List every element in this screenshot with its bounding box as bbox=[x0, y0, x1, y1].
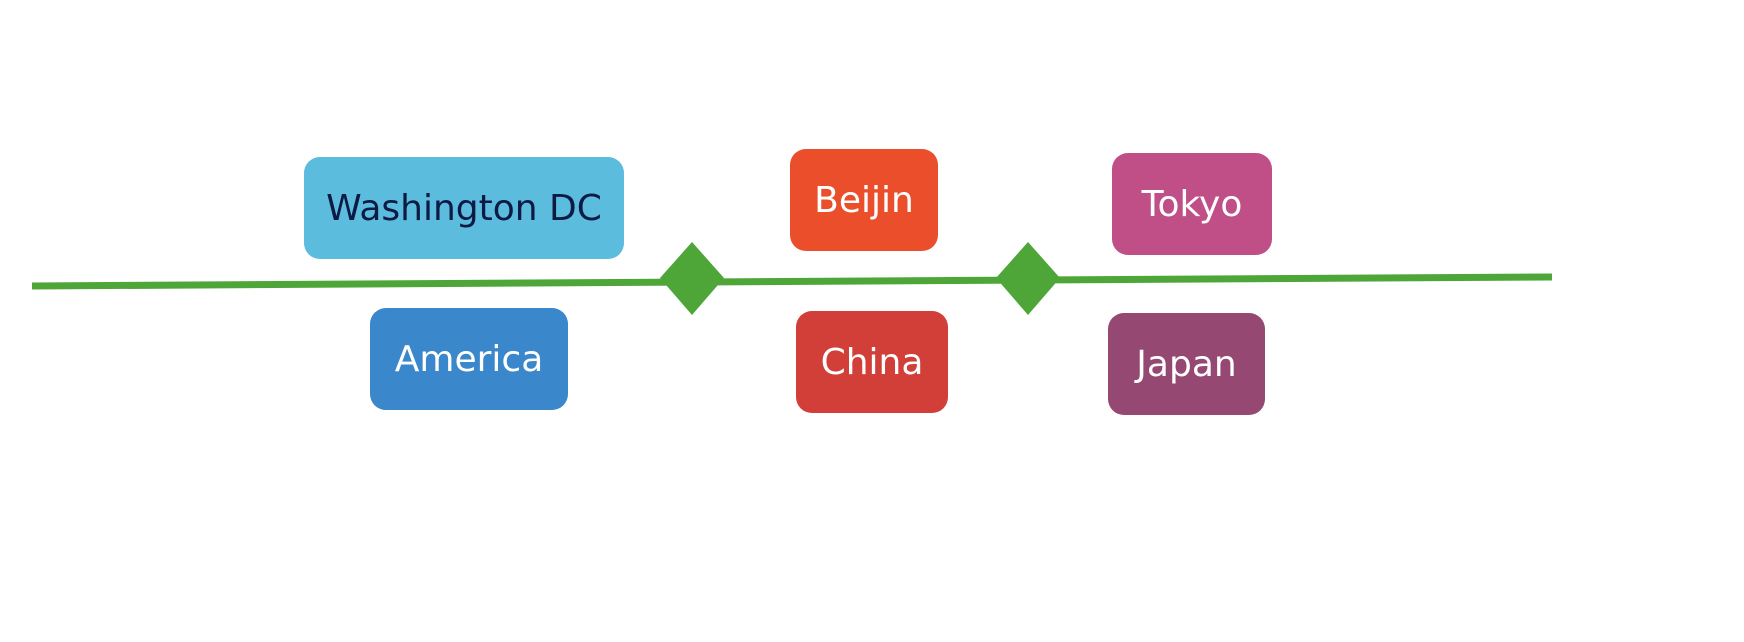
capital-label-tokyo: Tokyo bbox=[1141, 183, 1243, 225]
capital-box-beijin: Beijin bbox=[790, 149, 938, 251]
country-box-america: America bbox=[370, 308, 568, 410]
capital-label-beijin: Beijin bbox=[814, 179, 914, 221]
country-box-japan: Japan bbox=[1108, 313, 1265, 415]
capital-label-washington-dc: Washington DC bbox=[326, 187, 602, 229]
capital-box-washington-dc: Washington DC bbox=[304, 157, 624, 259]
country-label-japan: Japan bbox=[1136, 343, 1237, 385]
country-label-america: America bbox=[394, 338, 544, 380]
milestone-diamond-1 bbox=[660, 242, 724, 315]
milestone-diamond-2 bbox=[996, 242, 1060, 315]
capital-box-tokyo: Tokyo bbox=[1112, 153, 1272, 255]
timeline-line bbox=[31, 273, 1553, 290]
country-label-china: China bbox=[820, 341, 924, 383]
country-box-china: China bbox=[796, 311, 948, 413]
